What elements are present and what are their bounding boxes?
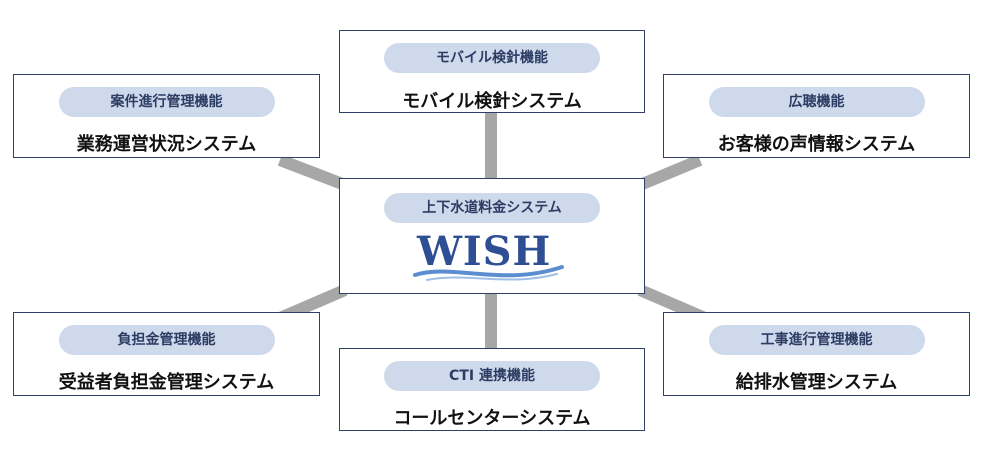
tag-mobile-meter-reading: モバイル検針機能 — [384, 43, 600, 73]
tag-case-progress-management: 案件進行管理機能 — [58, 87, 275, 117]
node-customer-voice: 広聴機能 お客様の声情報システム — [663, 74, 970, 158]
title-mobile-meter-reading: モバイル検針システム — [402, 91, 582, 112]
connector-top-left — [277, 154, 348, 191]
title-beneficiary-charge: 受益者負担金管理システム — [58, 372, 275, 393]
tag-public-hearing: 広聴機能 — [708, 87, 925, 117]
node-water-supply-drainage: 工事進行管理機能 給排水管理システム — [663, 312, 970, 396]
node-call-center: CTI 連携機能 コールセンターシステム — [339, 348, 645, 431]
title-water-supply-drainage: 給排水管理システム — [735, 372, 898, 393]
title-customer-voice: お客様の声情報システム — [717, 134, 916, 155]
tag-charge-management: 負担金管理機能 — [58, 325, 275, 355]
wish-logo-text: WISH — [416, 228, 551, 275]
node-mobile-meter-reading: モバイル検針機能 モバイル検針システム — [339, 30, 645, 113]
tag-construction-progress: 工事進行管理機能 — [708, 325, 925, 355]
node-beneficiary-charge: 負担金管理機能 受益者負担金管理システム — [13, 312, 320, 396]
node-operations-status: 案件進行管理機能 業務運営状況システム — [13, 74, 320, 158]
node-center-wish: 上下水道料金システム WISH — [339, 178, 645, 294]
title-operations-status: 業務運営状況システム — [76, 134, 257, 155]
title-call-center: コールセンターシステム — [393, 408, 591, 429]
tag-water-billing-system: 上下水道料金システム — [384, 193, 600, 223]
wish-logo: WISH — [413, 228, 564, 281]
tag-cti-integration: CTI 連携機能 — [384, 361, 600, 391]
wave-icon — [413, 265, 564, 278]
connector-top-right — [637, 154, 703, 191]
